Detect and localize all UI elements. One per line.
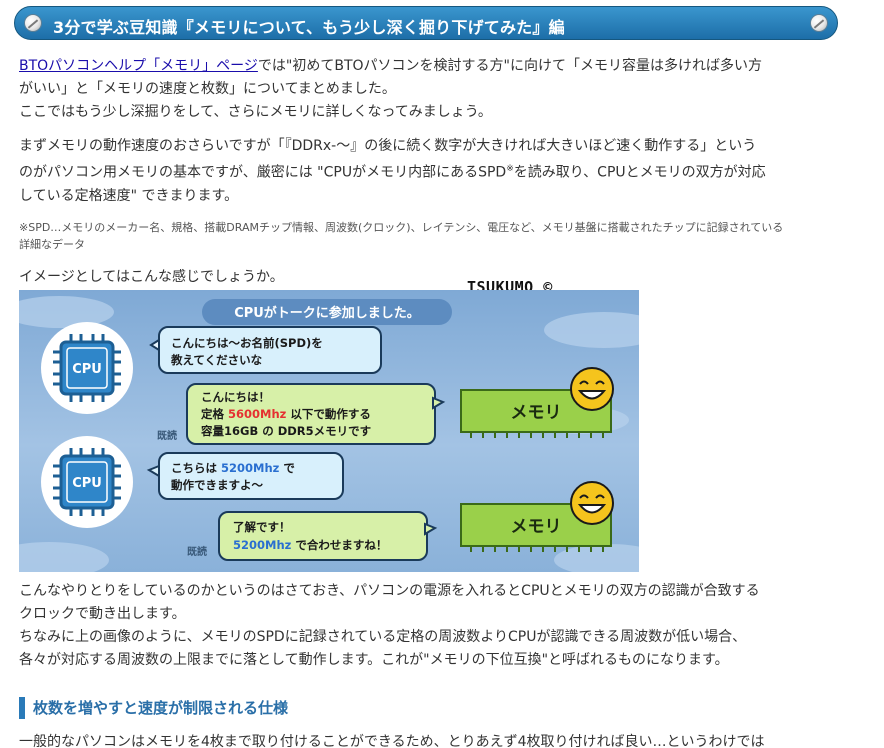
speed-paragraph: まずメモリの動作速度のおさらいですが「『DDRx-～』の後に続く数字が大きければ… [19, 135, 849, 208]
chat-bubble-cpu-1: こんにちは～お名前(SPD)を 教えてくださいな [149, 326, 382, 374]
bubble-text: 動作できますよ～ [171, 478, 263, 492]
bubble-text-part: で合わせますね！ [291, 538, 387, 552]
section-heading: 枚数を増やすと速度が制限される仕様 [19, 697, 288, 719]
chat-bubble-cpu-2: こちらは 5200Mhz で 動作できますよ～ [146, 452, 344, 500]
smiley-icon [570, 481, 614, 525]
chat-header: CPUがトークに参加しました。 [234, 305, 420, 321]
smiley-icon [570, 367, 614, 411]
bubble-text: 容量16GB の DDR5メモリです [200, 424, 371, 438]
speed-line: している定格速度" できまります。 [19, 187, 239, 204]
speed-line: まずメモリの動作速度のおさらいですが「『DDRx-～』の後に続く数字が大きければ… [19, 138, 757, 154]
intro-line: がいい」と「メモリの速度と枚数」についてまとめました。 [19, 81, 396, 97]
speed-text: を読み取り、CPUとメモリの双方が対応 [513, 164, 766, 181]
bubble-text: こんにちは～お名前(SPD)を [171, 336, 323, 350]
cpu-label: CPU [72, 362, 102, 377]
speed-line: のがパソコン用メモリの基本ですが、厳密には "CPUがメモリ内部にあるSPD※を… [19, 158, 849, 185]
read-label: 既読 [157, 429, 177, 442]
bubble-text-part: こちらは [171, 461, 221, 475]
footnote-line: ※SPD…メモリのメーカー名、規格、搭載DRAMチップ情報、周波数(クロック)、… [19, 221, 784, 234]
bubble-text: こちらは 5200Mhz で [171, 461, 295, 475]
bubble-text-part: 定格 [201, 407, 228, 421]
cpu-label: CPU [72, 476, 102, 491]
bubble-text-part: 以下で動作する [286, 407, 371, 421]
section-title: 3分で学ぶ豆知識『メモリについて、もう少し深く掘り下げてみた』編 [53, 18, 565, 37]
boot-line: こんなやりとりをしているのかというのはさておき、パソコンの電源を入れるとCPUと… [19, 583, 760, 599]
bubble-text: こんにちは！ [201, 390, 270, 404]
footnote-line: 詳細なデータ [19, 238, 85, 251]
chat-illustration-svg: CPUがトークに参加しました。 CPU こんにちは～お名前(SPD)を 教えてく… [19, 296, 639, 572]
memory-avatar: メモリ [460, 481, 614, 552]
bubble-text: 定格 5600Mhz 以下で動作する [201, 407, 371, 421]
section-banner: 3分で学ぶ豆知識『メモリについて、もう少し深く掘り下げてみた』編 [14, 6, 838, 40]
cpu-memory-chat-illustration: CPUがトークに参加しました。 CPU こんにちは～お名前(SPD)を 教えてく… [19, 290, 639, 572]
intro-line: では"初めてBTOパソコンを検討する方"に向けて「メモリ容量は多ければ多い方 [257, 58, 762, 74]
chat-header-pill [202, 299, 452, 325]
boot-paragraph: こんなやりとりをしているのかというのはさておき、パソコンの電源を入れるとCPUと… [19, 580, 849, 672]
spd-footnote: ※SPD…メモリのメーカー名、規格、搭載DRAMチップ情報、周波数(クロック)、… [19, 219, 849, 253]
bubble-highlight: 5200Mhz [221, 461, 280, 475]
chat-bubble-memory-2: 了解です！ 5200Mhz で合わせますね！ [218, 511, 438, 561]
boot-line: ちなみに上の画像のように、メモリのSPDに記録されている定格の周波数よりCPUが… [19, 629, 747, 645]
bubble-text: 教えてくださいな [170, 353, 263, 367]
bubble-text: 了解です！ [233, 520, 291, 534]
module-count-paragraph: 一般的なパソコンはメモリを4枚まで取り付けることができるため、とりあえず4枚取り… [19, 734, 765, 748]
memory-label: メモリ [511, 517, 562, 537]
memory-help-link[interactable]: BTOパソコンヘルプ「メモリ」ページ [19, 58, 258, 74]
bubble-highlight: 5600Mhz [228, 407, 287, 421]
bubble-text: 5200Mhz で合わせますね！ [233, 538, 387, 552]
memory-avatar: メモリ [460, 367, 614, 438]
baseball-icon [24, 14, 42, 32]
chat-bubble-memory-1: こんにちは！ 定格 5600Mhz 以下で動作する 容量16GB の DDR5メ… [186, 383, 446, 445]
memory-label: メモリ [511, 403, 562, 423]
cpu-avatar: CPU [41, 322, 133, 414]
intro-paragraph: BTOパソコンヘルプ「メモリ」ページでは"初めてBTOパソコンを検討する方"に向… [19, 55, 849, 124]
note-marker: ※ [506, 164, 514, 174]
image-intro: イメージとしてはこんな感じでしょうか。 [19, 269, 284, 285]
boot-line: 各々が対応する周波数の上限までに落として動作します。これが"メモリの下位互換"と… [19, 652, 729, 668]
intro-line: ここではもう少し深掘りをして、さらにメモリに詳しくなってみましょう。 [19, 104, 492, 120]
cpu-avatar: CPU [41, 436, 133, 528]
speed-text: のがパソコン用メモリの基本ですが、厳密には "CPUがメモリ内部にあるSPD [19, 164, 507, 181]
boot-line: クロックで動き出します。 [19, 606, 186, 622]
read-label: 既読 [187, 545, 207, 558]
baseball-icon [810, 14, 828, 32]
bubble-highlight: 5200Mhz [233, 538, 292, 552]
bubble-text-part: で [279, 461, 295, 475]
